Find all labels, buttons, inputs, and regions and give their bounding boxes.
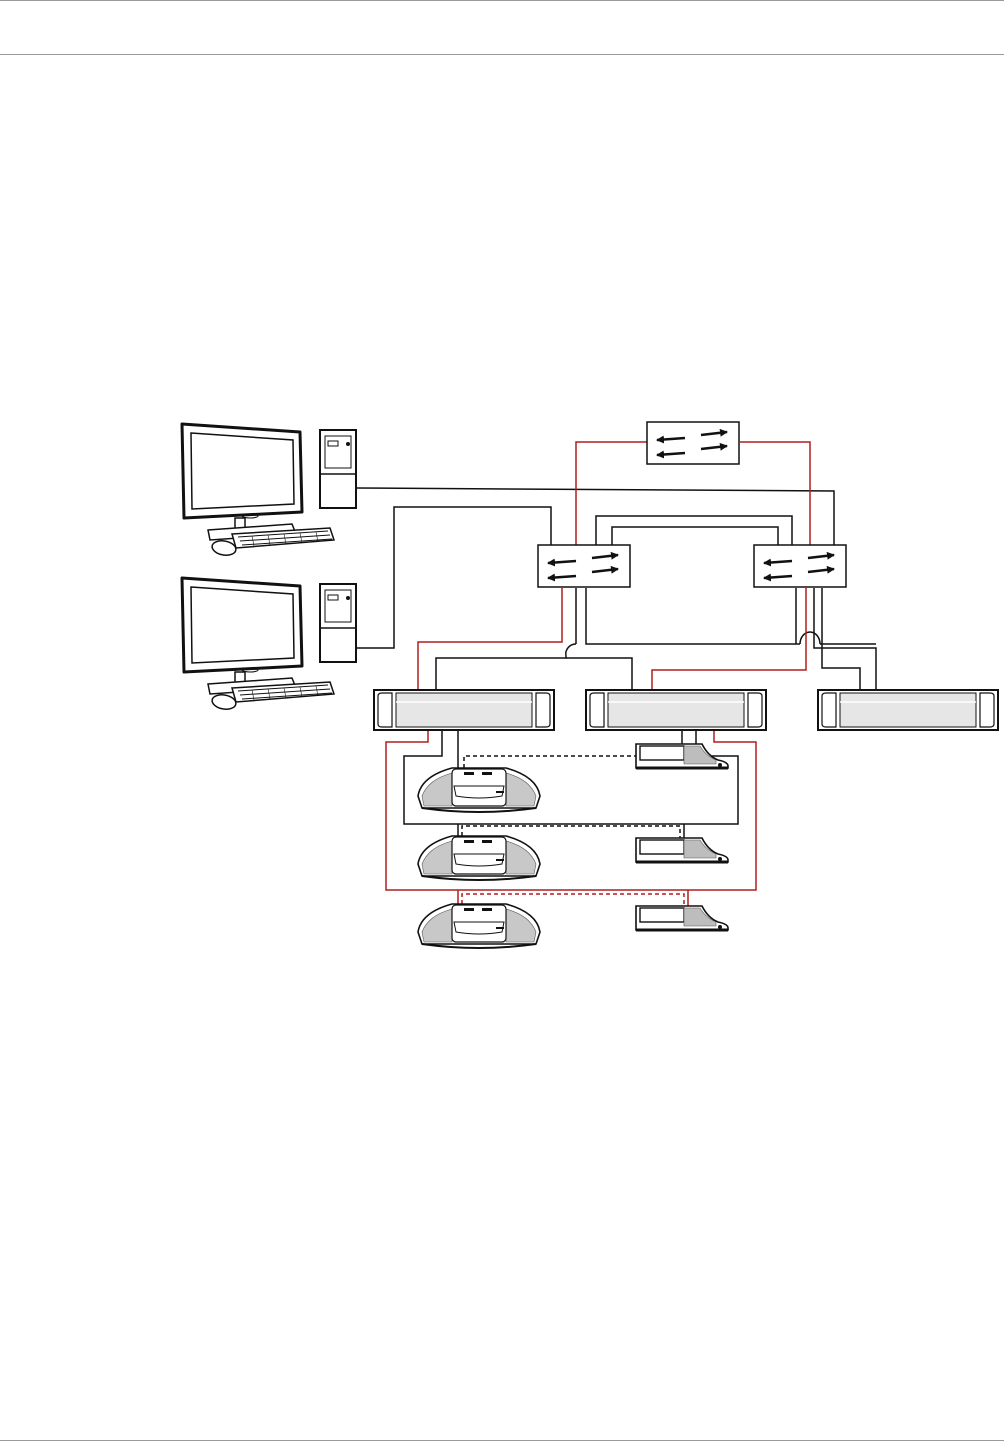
extension-panel-icon (636, 838, 728, 862)
extension-panel-3 (636, 906, 728, 930)
switch-left (538, 545, 630, 587)
computer-1 (182, 424, 356, 557)
discussion-device-icon (418, 904, 540, 948)
extension-panel-2 (636, 838, 728, 862)
switch-right (754, 545, 846, 587)
discussion-device-3 (418, 904, 540, 948)
rack-unit-icon (374, 690, 554, 730)
discussion-device-1 (418, 768, 540, 812)
computer-2 (182, 578, 356, 711)
cable-switch-right-unit2-red (652, 588, 806, 690)
cables (357, 442, 876, 908)
rack-unit-icon (818, 690, 998, 730)
cable-top-switch-right (740, 442, 810, 545)
cable-switch-right-unit3 (814, 588, 876, 690)
network-switch-icon (538, 545, 630, 587)
discussion-device-icon (418, 768, 540, 812)
cable-switch-left-unit2 (566, 658, 632, 690)
desktop-computer-icon (182, 578, 356, 711)
switch-top (647, 422, 739, 464)
cable-switch-loop-inner (612, 527, 778, 545)
cable-crossover-hop (800, 632, 820, 644)
cable-switch-right-unit3-b (822, 588, 860, 690)
rack-unit-icon (586, 690, 766, 730)
network-switch-icon (647, 422, 739, 464)
cable-pc2-switch-left (357, 507, 551, 648)
control-unit-3 (818, 690, 998, 730)
extension-panel-icon (636, 906, 728, 930)
network-switch-icon (754, 545, 846, 587)
cable-switch-loop-outer (596, 516, 792, 545)
cable-switch-bottom-loop (586, 588, 800, 644)
control-unit-2 (586, 690, 766, 730)
discussion-device-2 (418, 836, 540, 880)
discussion-device-icon (418, 836, 540, 880)
desktop-computer-icon (182, 424, 356, 557)
cable-switch-left-unit1-red (418, 588, 562, 690)
control-unit-1 (374, 690, 554, 730)
